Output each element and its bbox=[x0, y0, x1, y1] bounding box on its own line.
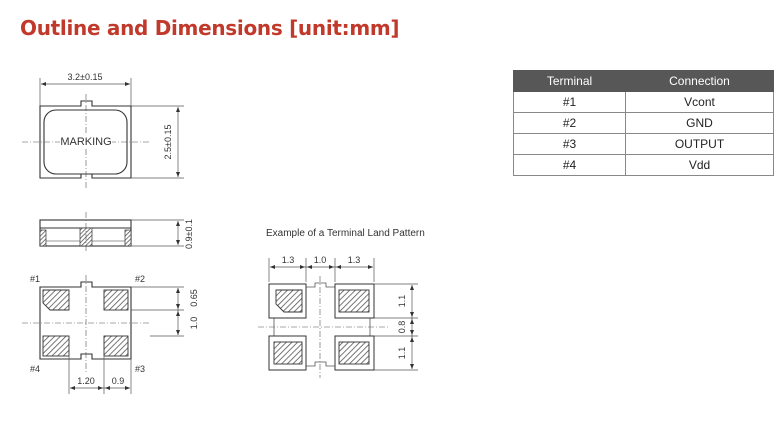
pad-2 bbox=[103, 289, 129, 311]
pin2-label: #2 bbox=[135, 274, 145, 284]
land-pad-1 bbox=[275, 289, 303, 313]
land-pad-3 bbox=[338, 341, 370, 365]
land-pad-4 bbox=[273, 341, 303, 365]
terminal-cell: #4 bbox=[513, 154, 626, 176]
pin1-label: #1 bbox=[30, 274, 40, 284]
land-pattern-title: Example of a Terminal Land Pattern bbox=[266, 228, 425, 239]
bottom-view: #1 #2 #3 #4 0.65 1.0 1.20 0.9 bbox=[22, 274, 199, 394]
land-dim-right-top: 1.1 bbox=[397, 295, 407, 308]
bottom-dim-09: 0.9 bbox=[112, 376, 125, 386]
side-thickness-dim: 0.9±0.1 bbox=[184, 219, 194, 249]
land-dim-top-left: 1.3 bbox=[282, 255, 295, 265]
connection-cell: OUTPUT bbox=[625, 133, 774, 155]
land-dim-top-mid: 1.0 bbox=[314, 255, 327, 265]
pad-3 bbox=[103, 335, 129, 357]
side-view: 0.9±0.1 bbox=[39, 212, 194, 252]
terminal-cell: #1 bbox=[513, 91, 626, 113]
marking-label: MARKING bbox=[60, 136, 111, 148]
header-terminal: Terminal bbox=[513, 70, 626, 92]
terminal-cell: #2 bbox=[513, 112, 626, 134]
table-row: #4 Vdd bbox=[513, 154, 774, 176]
bottom-dim-10: 1.0 bbox=[189, 317, 199, 330]
table-row: #3 OUTPUT bbox=[513, 133, 774, 155]
connection-cell: Vcont bbox=[625, 91, 774, 113]
pad-4 bbox=[42, 335, 70, 357]
land-dim-top-right: 1.3 bbox=[348, 255, 361, 265]
terminal-table: Terminal Connection #1 Vcont #2 GND #3 O… bbox=[513, 70, 774, 176]
top-height-dim: 2.5±0.15 bbox=[163, 125, 173, 160]
land-pattern: Example of a Terminal Land Pattern 1.3 1… bbox=[258, 228, 425, 378]
bottom-dim-120: 1.20 bbox=[77, 376, 95, 386]
bottom-dim-065: 0.65 bbox=[189, 289, 199, 307]
header-connection: Connection bbox=[625, 70, 774, 92]
table-row: #1 Vcont bbox=[513, 91, 774, 113]
land-dim-right-mid: 0.8 bbox=[397, 321, 407, 334]
connection-cell: Vdd bbox=[625, 154, 774, 176]
pin3-label: #3 bbox=[135, 364, 145, 374]
pad-1 bbox=[42, 289, 70, 311]
land-pad-2 bbox=[338, 289, 370, 313]
page-title: Outline and Dimensions [unit:mm] bbox=[20, 16, 400, 40]
table-header-row: Terminal Connection bbox=[513, 70, 774, 92]
land-dim-right-bottom: 1.1 bbox=[397, 347, 407, 360]
table-row: #2 GND bbox=[513, 112, 774, 134]
connection-cell: GND bbox=[625, 112, 774, 134]
pin4-label: #4 bbox=[30, 364, 40, 374]
top-width-dim: 3.2±0.15 bbox=[68, 72, 103, 82]
top-view: 3.2±0.15 MARKING 2.5±0.15 bbox=[22, 72, 184, 190]
terminal-cell: #3 bbox=[513, 133, 626, 155]
